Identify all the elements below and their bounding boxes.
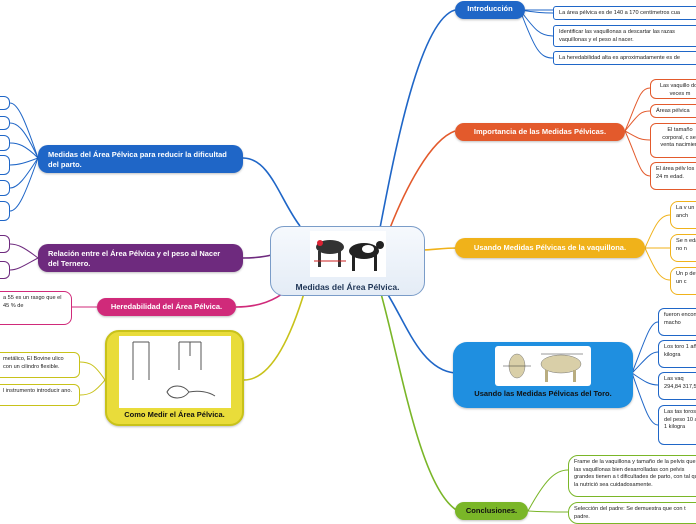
branch-reducir-label: Medidas del Área Pélvica para reducir la…: [48, 150, 227, 169]
pelvimeter-illustration: [118, 336, 231, 408]
medir-item-2[interactable]: l instrumento introducir ano.: [0, 384, 80, 406]
conclusiones-item-2[interactable]: Selección del padre: Se demuestra que co…: [568, 502, 696, 524]
vaquillona-item-2[interactable]: Se n edac no n: [670, 234, 696, 262]
relacion-item-1[interactable]: [0, 235, 10, 253]
reducir-item-4[interactable]: [0, 155, 10, 175]
intro-item-2[interactable]: Identificar las vaquillonas a descartar …: [553, 25, 696, 47]
branch-introduccion-label: Introducción: [467, 4, 513, 13]
branch-relacion[interactable]: Relación entre el Área Pélvica y el peso…: [38, 244, 243, 272]
branch-heredabilidad[interactable]: Heredabilidad del Área Pélvica.: [97, 298, 236, 316]
branch-importancia[interactable]: Importancia de las Medidas Pélvicas.: [455, 123, 625, 141]
heredabilidad-text[interactable]: a 55 es un rasgo que el 45 % de: [0, 291, 72, 325]
branch-medir[interactable]: Como Medir el Área Pélvica.: [105, 330, 244, 426]
reducir-item-1[interactable]: [0, 96, 10, 110]
branch-vaquillona[interactable]: Usando Medidas Pélvicas de la vaquillona…: [455, 238, 645, 258]
reducir-item-2[interactable]: [0, 116, 10, 130]
reducir-item-3[interactable]: [0, 135, 10, 151]
branch-toro[interactable]: Usando las Medidas Pélvicas del Toro.: [453, 342, 633, 408]
vaquillona-item-1[interactable]: La v un á anch: [670, 201, 696, 229]
intro-item-1[interactable]: La área pélvica es de 140 a 170 centímet…: [553, 6, 696, 20]
branch-relacion-label: Relación entre el Área Pélvica y el peso…: [48, 249, 221, 268]
bull-measurement-illustration: [495, 346, 591, 386]
central-topic-title: Medidas del Área Pélvica.: [295, 282, 400, 292]
central-topic[interactable]: Medidas del Área Pélvica.: [270, 226, 425, 296]
importancia-item-1[interactable]: Las vaquillo dos veces m: [650, 79, 696, 99]
importancia-item-4[interactable]: El área pélv los 9 y 24 m edad.: [650, 162, 696, 190]
reducir-item-5[interactable]: [0, 180, 10, 196]
toro-item-4[interactable]: Las tas toros a del peso 10 a 1 kilogra: [658, 405, 696, 445]
toro-item-1[interactable]: fueron encont macho: [658, 308, 696, 336]
toro-item-2[interactable]: Los toro 1 año kilogra: [658, 340, 696, 368]
intro-item-3[interactable]: La heredabilidad alta es aproximadamente…: [553, 51, 696, 65]
branch-conclusiones[interactable]: Conclusiones.: [455, 502, 528, 520]
cow-anatomy-illustration: [309, 231, 386, 277]
toro-item-3[interactable]: Las vaq 294,84 317,51: [658, 372, 696, 400]
branch-heredabilidad-label: Heredabilidad del Área Pélvica.: [110, 302, 223, 311]
branch-vaquillona-label: Usando Medidas Pélvicas de la vaquillona…: [473, 243, 627, 252]
importancia-item-2[interactable]: Áreas pélvica: [650, 104, 696, 118]
branch-introduccion[interactable]: Introducción: [455, 1, 525, 19]
relacion-item-2[interactable]: [0, 261, 10, 279]
conclusiones-item-1[interactable]: Frame de la vaquillona y tamaño de la pe…: [568, 455, 696, 497]
importancia-item-3[interactable]: El tamaño corporal, c ser venta nacimien…: [650, 123, 696, 158]
branch-medir-label: Como Medir el Área Pélvica.: [124, 410, 225, 419]
medir-item-1[interactable]: metálico, El Bovine ulico con un cilindr…: [0, 352, 80, 378]
vaquillona-item-3[interactable]: Un p dete un c: [670, 267, 696, 295]
reducir-item-6[interactable]: [0, 201, 10, 221]
branch-conclusiones-label: Conclusiones.: [465, 506, 518, 515]
branch-toro-label: Usando las Medidas Pélvicas del Toro.: [474, 389, 612, 398]
branch-reducir[interactable]: Medidas del Área Pélvica para reducir la…: [38, 145, 243, 173]
branch-importancia-label: Importancia de las Medidas Pélvicas.: [473, 127, 607, 136]
